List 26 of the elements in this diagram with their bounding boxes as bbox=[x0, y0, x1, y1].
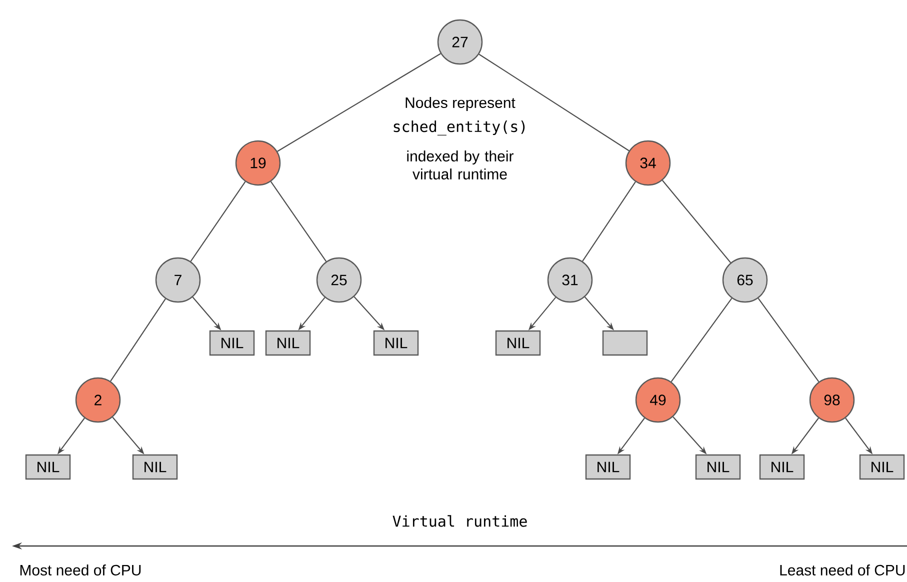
note-text: indexed by their virtual runtime bbox=[407, 150, 514, 180]
note-text: sched_entity(s) bbox=[394, 120, 525, 136]
nil-leaf-box: NIL bbox=[132, 454, 178, 480]
tree-edge bbox=[582, 182, 636, 262]
tree-edge bbox=[670, 298, 732, 382]
nil-leaf-box: NIL bbox=[495, 330, 541, 356]
tree-edge bbox=[662, 180, 731, 263]
nil-leaf-box: NIL bbox=[759, 454, 805, 480]
nil-leaf-box: NIL bbox=[695, 454, 741, 480]
tree-edge bbox=[270, 181, 327, 262]
tree-edge bbox=[110, 298, 166, 382]
axis-end-label: Most need of CPU bbox=[20, 564, 141, 576]
nil-leaf-box: NIL bbox=[859, 454, 905, 480]
tree-edge bbox=[758, 298, 820, 382]
nil-leaf-box: NIL bbox=[265, 330, 311, 356]
nil-leaf-box: NIL bbox=[585, 454, 631, 480]
axis-end-label: Least need of CPU bbox=[780, 564, 905, 576]
note-text: Nodes represent bbox=[406, 97, 516, 111]
nil-leaf-box: NIL bbox=[209, 330, 255, 356]
nil-leaf-box: NIL bbox=[373, 330, 419, 356]
empty-leaf-box bbox=[602, 330, 648, 356]
tree-edge bbox=[190, 181, 246, 262]
axis-label: Virtual runtime bbox=[392, 515, 527, 527]
nil-leaf-box: NIL bbox=[25, 454, 71, 480]
tree-edge bbox=[478, 54, 630, 152]
tree-edge bbox=[277, 53, 441, 152]
